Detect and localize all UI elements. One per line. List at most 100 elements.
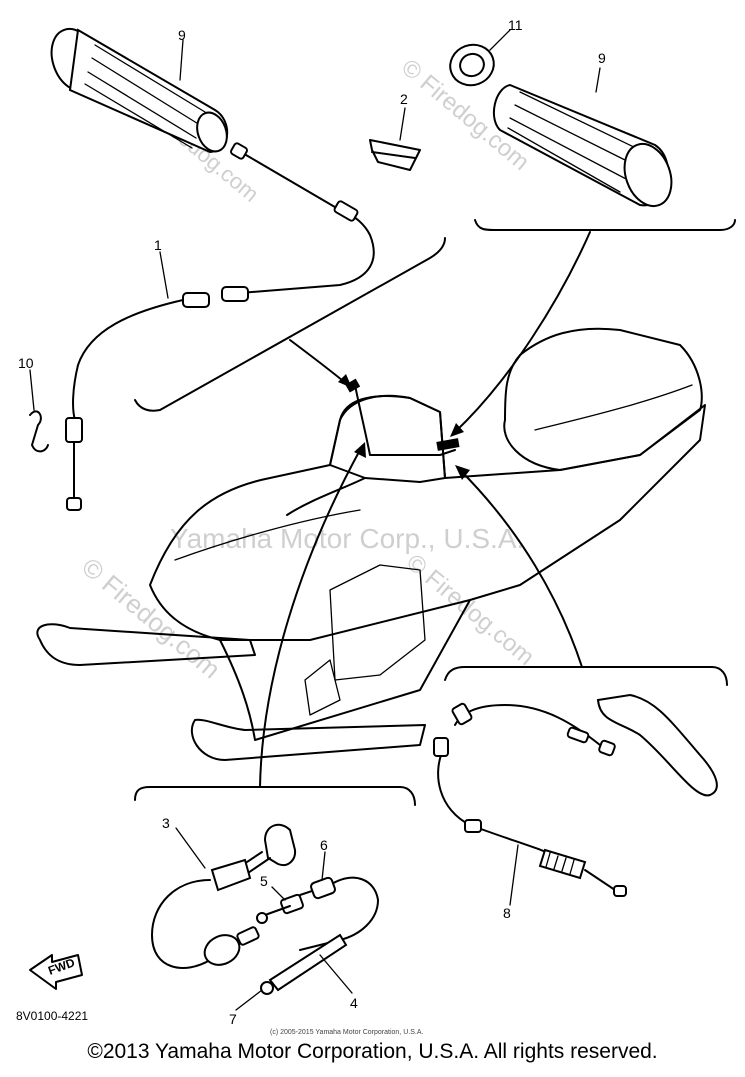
hood-crease [174, 509, 361, 561]
grip-right-ribs [507, 91, 641, 193]
fwd-arrow-icon [29, 954, 83, 990]
clip-10 [29, 410, 49, 453]
callout-11: 11 [508, 17, 523, 33]
leader-7 [235, 989, 263, 1011]
callout-5: 5 [260, 873, 268, 889]
arrowhead-1 [338, 374, 352, 388]
switch-5-knob [256, 912, 268, 924]
diagram-code: 8V0100-4221 [16, 1009, 88, 1023]
brake-adjuster [538, 848, 587, 880]
belly-pan [219, 599, 471, 741]
grip-marker-left [345, 378, 361, 393]
cable1-fitting-b [221, 286, 249, 302]
snowmobile-body [36, 327, 706, 761]
cable1-end [230, 142, 248, 160]
arrowhead-4 [455, 465, 470, 480]
leader-5 [271, 886, 286, 901]
ski-left [36, 623, 256, 666]
callout-9-right: 9 [598, 50, 606, 66]
callout-1: 1 [154, 237, 162, 253]
callout-7: 7 [229, 1011, 237, 1027]
switch-5 [280, 893, 304, 915]
grip-marker-right [436, 438, 460, 451]
bracket-bottom-right [444, 666, 728, 686]
cable1-fitting-c [182, 292, 210, 308]
leader-10 [29, 369, 35, 411]
callout-6: 6 [320, 837, 328, 853]
leader-11 [489, 29, 511, 51]
bracket-top-left [134, 237, 446, 412]
brake-cable-tip-end [613, 885, 627, 897]
brake-cable-fitting-a [451, 702, 473, 726]
callout-9-left: 9 [178, 27, 186, 43]
brake-adjuster-thread [545, 852, 575, 875]
ski-right [190, 718, 426, 761]
leader-9-left [179, 39, 184, 81]
windshield [329, 394, 446, 483]
arrowhead-2 [450, 423, 464, 437]
seat-line [534, 384, 693, 431]
leader-6 [321, 851, 326, 881]
cable1-end-b [66, 497, 82, 511]
cable1-fitting-a [333, 200, 359, 222]
left-grip-assembly [29, 28, 375, 511]
arrow-throttle-cable [286, 477, 366, 516]
arrow-to-brake [459, 469, 583, 668]
callout-labels: 1 2 3 4 5 6 7 8 9 9 10 11 [18, 17, 606, 1027]
small-copyright: (c) 2005-2015 Yamaha Motor Corporation, … [270, 1029, 423, 1036]
hood [149, 395, 706, 641]
throttle-cable-3 [151, 879, 211, 969]
belly-detail [304, 659, 341, 716]
seat [503, 327, 703, 471]
arrow-to-right-grip [454, 231, 591, 433]
throttle-lever-housing [263, 823, 297, 866]
watermark-firedog-3: © Firedog.com [401, 549, 539, 671]
brake-cable-tip [584, 869, 619, 893]
cable-3-fitting [236, 926, 260, 946]
arrow-to-left-grip [289, 339, 349, 386]
callout-3: 3 [162, 815, 170, 831]
throttle-cable-1 [239, 154, 375, 294]
switch-5-stem [264, 905, 291, 916]
bracket-top-right [474, 219, 736, 231]
leader-9-right [595, 67, 601, 93]
leader-1 [159, 251, 169, 299]
end-7 [260, 981, 274, 995]
callout-2: 2 [400, 91, 408, 107]
fwd-arrow-group: FWD [29, 954, 83, 990]
clip-2 [369, 139, 421, 171]
grip-left-ribs [84, 44, 206, 149]
callout-8: 8 [503, 905, 511, 921]
brake-lever [596, 693, 718, 797]
arrow-to-throttle [259, 449, 361, 788]
brake-assembly [433, 693, 718, 906]
clip-2-assembly [369, 107, 421, 171]
tube-4 [268, 933, 348, 992]
cable-6-fitting [310, 876, 336, 900]
handlebar-on-machine [354, 384, 456, 456]
leader-2 [399, 107, 406, 141]
fwd-label: FWD [46, 955, 77, 978]
cable-3-boot [203, 934, 241, 966]
group-brackets [134, 219, 736, 806]
throttle-cable-1-lower [72, 299, 184, 421]
brake-cable-sleeve [464, 819, 482, 833]
leader-4 [319, 954, 353, 994]
arrowhead-3 [354, 442, 366, 458]
grip-left-mouth [196, 111, 228, 153]
brake-cable-end [598, 739, 616, 757]
watermark-center: Yamaha Motor Corp., U.S.A. [170, 523, 524, 554]
cable1-adjuster [65, 417, 83, 443]
throttle-housing-barrel [210, 858, 252, 892]
collar-11-inner [459, 52, 485, 78]
cable-6 [299, 876, 379, 951]
footer-copyright: ©2013 Yamaha Motor Corporation, U.S.A. A… [87, 1040, 658, 1063]
callout-10: 10 [18, 355, 34, 371]
brake-cable-fitting-b [566, 726, 590, 744]
leader-3 [175, 827, 206, 869]
grip-right-end [623, 143, 673, 207]
brake-cable-fitting-c [433, 737, 449, 757]
callout-4: 4 [350, 995, 358, 1011]
right-grip-assembly [449, 29, 673, 207]
